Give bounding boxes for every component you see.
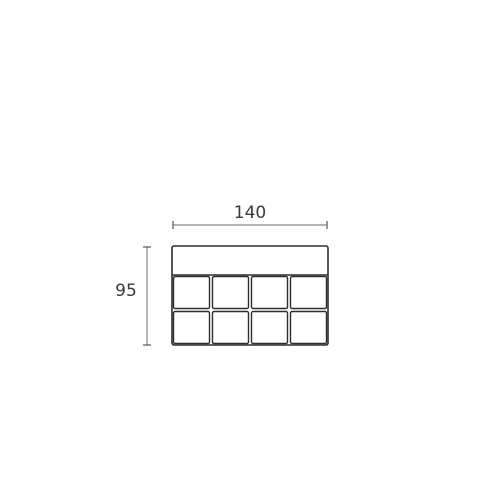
height-dimension: 95: [115, 246, 151, 346]
height-dimension-label: 95: [115, 281, 137, 301]
width-dimension: 140: [172, 203, 328, 229]
compartment-cell: [172, 310, 211, 345]
module-outline: [171, 245, 329, 346]
compartment-cell: [250, 275, 289, 310]
compartment-cell: [211, 275, 250, 310]
compartment-cell: [289, 275, 328, 310]
compartment-cell: [289, 310, 328, 345]
compartment-cell: [172, 275, 211, 310]
compartment-grid: [172, 274, 328, 345]
storage-module: [171, 245, 329, 346]
compartment-cell: [211, 310, 250, 345]
width-dimension-label: 140: [234, 203, 266, 223]
compartment-cell: [250, 310, 289, 345]
